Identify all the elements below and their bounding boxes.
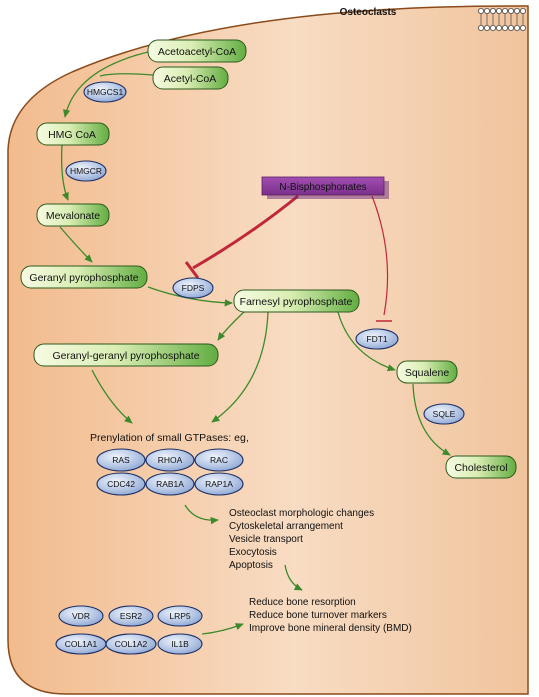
arrow-effects-to-outcomes <box>284 564 303 591</box>
svg-text:Cholesterol: Cholesterol <box>454 462 507 474</box>
membrane-icon <box>478 8 527 31</box>
gene-vdr: VDR <box>58 605 104 627</box>
arrow-squalene-to-cholesterol <box>412 383 451 456</box>
gtpase-rhoa: RHOA <box>145 448 195 472</box>
metabolite-squalene: Squalene <box>396 360 458 384</box>
gene-col1a2: COL1A2 <box>105 633 157 655</box>
outcome-item: Improve bone mineral density (BMD) <box>249 623 412 634</box>
enzyme-fdft1: FDT1 <box>355 328 399 350</box>
svg-text:IL1B: IL1B <box>171 639 189 649</box>
gtpase-ras: RAS <box>96 448 146 472</box>
svg-text:RHOA: RHOA <box>158 455 183 465</box>
svg-text:RAP1A: RAP1A <box>205 479 233 489</box>
svg-text:Mevalonate: Mevalonate <box>46 210 100 222</box>
effects-list: Osteoclast morphologic changes Cytoskele… <box>229 508 374 571</box>
svg-text:Acetyl-CoA: Acetyl-CoA <box>164 73 217 85</box>
arrow-geranylgeranyl-to-prenylation <box>91 369 133 424</box>
inhibit-fdft1-line <box>371 195 389 316</box>
effect-item: Cytoskeletal arrangement <box>229 521 343 532</box>
metabolite-acetyl-coa: Acetyl-CoA <box>152 66 229 90</box>
svg-text:ESR2: ESR2 <box>120 611 142 621</box>
arrow-geranyl-to-farnesyl <box>147 286 233 307</box>
svg-text:HMG CoA: HMG CoA <box>48 129 96 141</box>
gene-lrp5: LRP5 <box>157 605 203 627</box>
effect-item: Apoptosis <box>229 560 273 571</box>
svg-text:FDPS: FDPS <box>182 283 205 293</box>
arrow-farnesyl-to-squalene <box>337 311 396 372</box>
metabolite-geranylgeranyl-pyrophosphate: Geranyl-geranyl pyrophosphate <box>33 343 219 367</box>
outcome-item: Reduce bone turnover markers <box>249 610 387 621</box>
arrow-farnesyl-to-prenylation <box>211 311 269 423</box>
effect-item: Osteoclast morphologic changes <box>229 508 374 519</box>
effect-item: Vesicle transport <box>229 534 303 545</box>
effect-item: Exocytosis <box>229 547 277 558</box>
metabolite-cholesterol: Cholesterol <box>445 455 517 479</box>
svg-text:Geranyl-geranyl pyrophosphate: Geranyl-geranyl pyrophosphate <box>52 350 199 362</box>
gtpase-rac: RAC <box>194 448 244 472</box>
reaction-arrows <box>59 51 451 635</box>
svg-text:VDR: VDR <box>72 611 90 621</box>
gene-il1b: IL1B <box>157 633 203 655</box>
enzyme-hmgcs1: HMGCS1 <box>83 81 127 103</box>
gtpase-rap1a: RAP1A <box>194 472 244 496</box>
osteoclast-cell <box>7 5 529 695</box>
arrow-hmgcoa-to-mevalonate <box>60 144 69 201</box>
drug-n-bisphosphonates: N-Bisphosphonates <box>261 176 389 199</box>
svg-text:N-Bisphosphonates: N-Bisphosphonates <box>279 182 366 193</box>
svg-text:Squalene: Squalene <box>405 367 450 379</box>
arrow-gtpases-to-effects <box>184 504 219 525</box>
inhibition-lines <box>184 194 392 322</box>
svg-text:HMGCR: HMGCR <box>70 166 102 176</box>
arrow-acetylcoa-join <box>99 73 154 77</box>
svg-text:Acetoacetyl-CoA: Acetoacetyl-CoA <box>158 46 236 58</box>
svg-text:RAC: RAC <box>210 455 228 465</box>
metabolite-geranyl-pyrophosphate: Geranyl pyrophosphate <box>20 265 148 289</box>
prenylation-label: Prenylation of small GTPases: eg, <box>90 432 249 444</box>
arrow-farnesyl-to-geranylgeranyl <box>217 309 247 341</box>
svg-text:SQLE: SQLE <box>433 409 456 419</box>
arrow-genes-to-outcomes <box>201 623 244 635</box>
arrow-acetoacetyl-to-hmgcoa <box>62 51 149 118</box>
arrow-mevalonate-to-geranyl <box>59 226 93 263</box>
gene-esr2: ESR2 <box>108 605 154 627</box>
svg-text:CDC42: CDC42 <box>107 479 135 489</box>
cell-title: Osteoclasts <box>340 7 397 18</box>
svg-text:RAB1A: RAB1A <box>156 479 184 489</box>
svg-text:RAS: RAS <box>112 455 130 465</box>
outcome-item: Reduce bone resorption <box>249 597 356 608</box>
gene-col1a1: COL1A1 <box>55 633 107 655</box>
inhibit-fdps-line <box>192 194 299 270</box>
outcomes-list: Reduce bone resorption Reduce bone turno… <box>249 597 412 634</box>
metabolite-acetoacetyl-coa: Acetoacetyl-CoA <box>147 39 247 63</box>
gtpase-rab1a: RAB1A <box>145 472 195 496</box>
enzyme-hmgcr: HMGCR <box>65 160 107 182</box>
metabolite-hmg-coa: HMG CoA <box>36 122 110 146</box>
svg-text:FDT1: FDT1 <box>366 334 388 344</box>
enzyme-sqle: SQLE <box>423 403 465 425</box>
metabolite-mevalonate: Mevalonate <box>36 203 110 227</box>
svg-text:COL1A1: COL1A1 <box>65 639 98 649</box>
metabolite-farnesyl-pyrophosphate: Farnesyl pyrophosphate <box>233 289 360 313</box>
inhibit-fdps-bar <box>184 261 200 279</box>
svg-text:Farnesyl pyrophosphate: Farnesyl pyrophosphate <box>240 296 353 308</box>
svg-text:HMGCS1: HMGCS1 <box>87 87 124 97</box>
svg-text:COL1A2: COL1A2 <box>115 639 148 649</box>
svg-text:Geranyl pyrophosphate: Geranyl pyrophosphate <box>29 272 138 284</box>
enzyme-fdps: FDPS <box>172 277 214 299</box>
svg-text:LRP5: LRP5 <box>169 611 191 621</box>
gtpase-cdc42: CDC42 <box>96 472 146 496</box>
